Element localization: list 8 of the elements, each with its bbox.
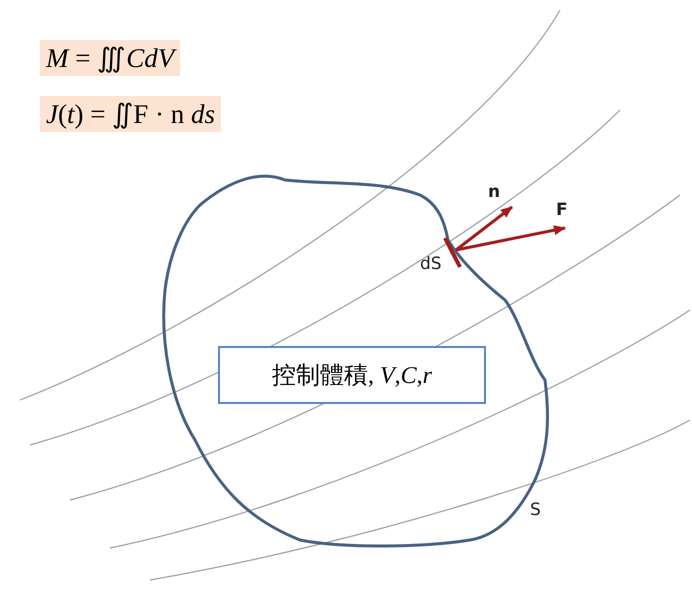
flux-formula: J(t) = ∬F · n ds bbox=[40, 96, 221, 132]
surface-element-label: dS bbox=[420, 254, 442, 274]
mass-formula: M = ∭CdV bbox=[40, 40, 180, 76]
vector-label: F bbox=[556, 200, 568, 220]
control-volume-text: 控制體積, V,C,r bbox=[272, 362, 432, 391]
control-volume-box bbox=[218, 346, 486, 404]
surface-label: S bbox=[530, 500, 541, 520]
vector-label: n bbox=[488, 182, 500, 202]
